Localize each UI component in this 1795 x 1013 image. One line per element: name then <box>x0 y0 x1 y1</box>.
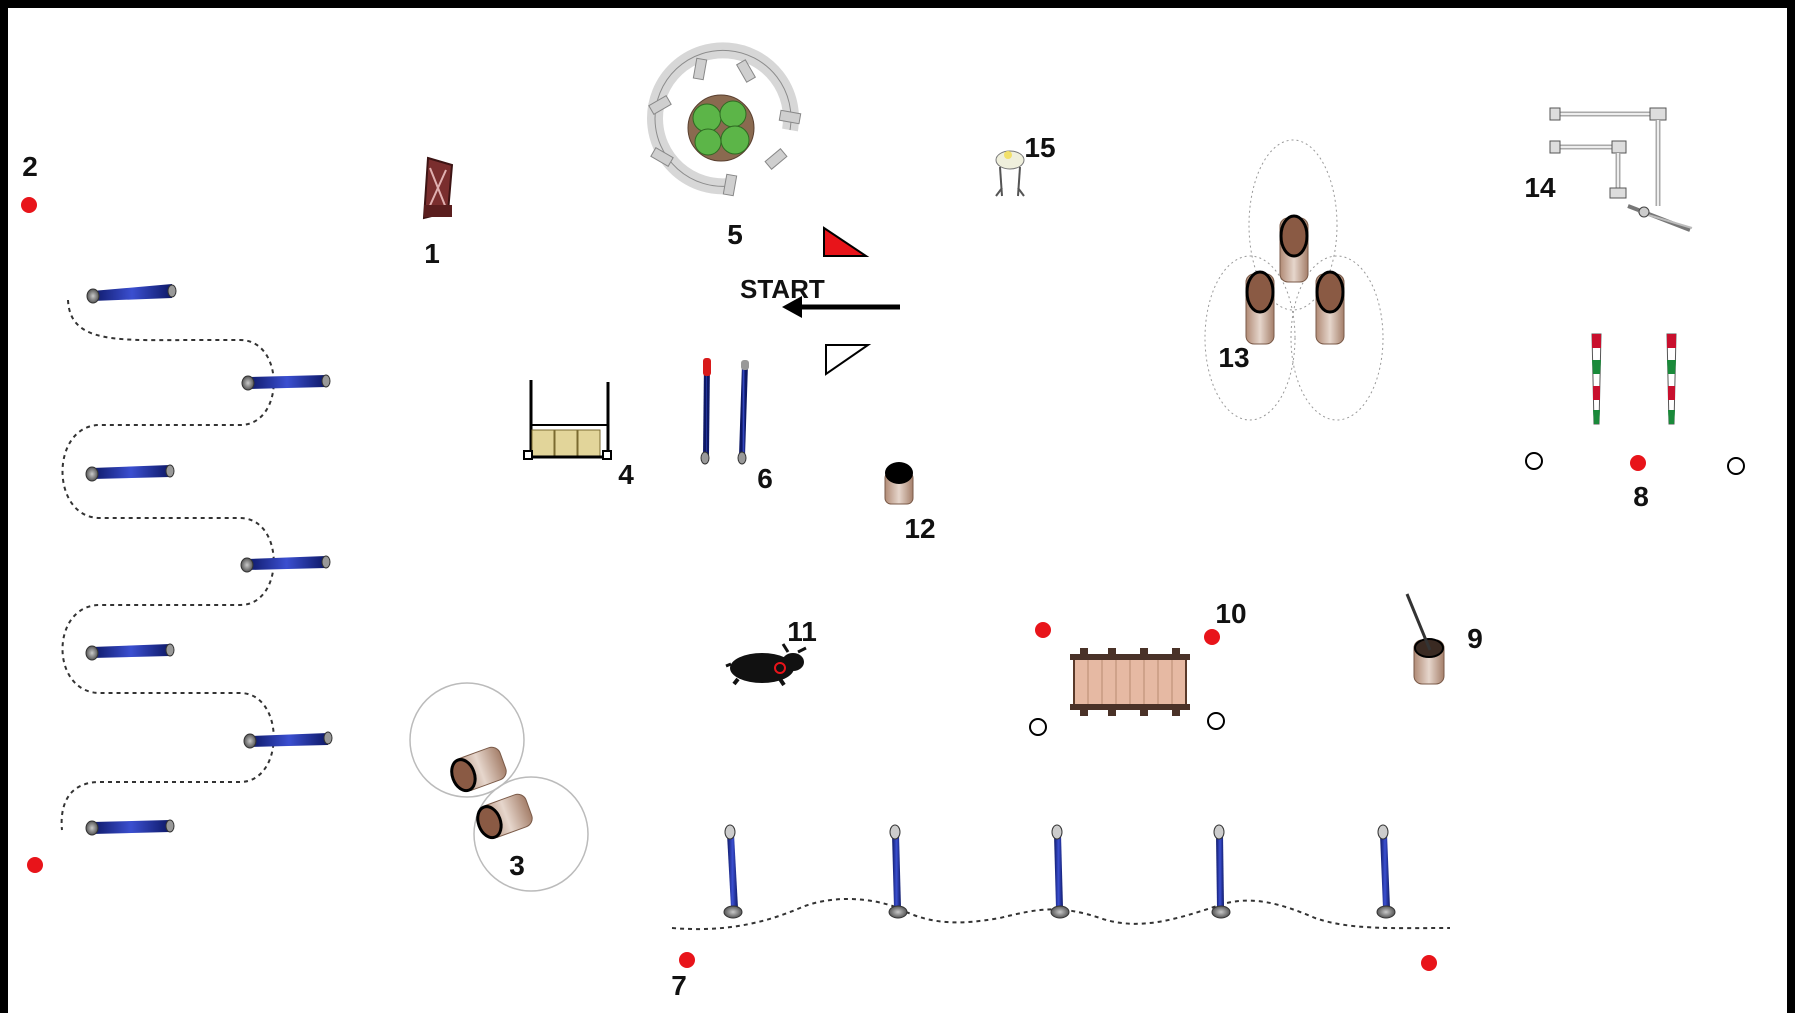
barrel-icon <box>1315 270 1345 345</box>
wooden-bridge-icon <box>1070 648 1190 716</box>
red-marker <box>27 857 43 873</box>
standing-poles-slalom-icon <box>671 824 1451 931</box>
start-flag-red <box>823 226 870 257</box>
obstacle-number: 7 <box>671 970 687 1001</box>
barrels-icon <box>409 682 589 892</box>
barrel-icon <box>450 746 507 793</box>
striped-pole-icon <box>1666 333 1677 425</box>
gate-with-latch-icon <box>1549 107 1693 232</box>
obstacle-number: 1 <box>424 238 440 269</box>
slalom-pole <box>241 374 331 391</box>
red-marker <box>21 197 37 213</box>
white-marker <box>1525 452 1543 470</box>
obstacle-number: 8 <box>1633 481 1649 512</box>
slalom-poles-icon <box>60 284 333 836</box>
slalom-pole <box>85 819 175 836</box>
obstacle-number: 4 <box>618 459 634 490</box>
obstacle-number: 15 <box>1024 132 1055 163</box>
barrel-icon <box>1245 270 1275 345</box>
standing-pole <box>1376 824 1396 919</box>
red-marker <box>1204 629 1220 645</box>
start-label: START <box>740 274 825 304</box>
obstacle-number: 2 <box>22 151 38 182</box>
red-marker <box>1421 955 1437 971</box>
obstacle-number: 12 <box>904 513 935 544</box>
slalom-pole <box>85 464 175 482</box>
single-barrel-icon <box>884 462 914 505</box>
white-marker <box>1207 712 1225 730</box>
obstacle-number: 5 <box>727 219 743 250</box>
sack-rack-icon <box>523 380 612 460</box>
striped-gate-icon <box>1525 333 1745 475</box>
barrel-icon <box>1279 214 1309 283</box>
start-marker <box>782 226 900 376</box>
red-marker <box>1035 622 1051 638</box>
standing-pole <box>1050 824 1070 919</box>
slalom-pole <box>85 643 175 661</box>
slalom-pole <box>240 555 331 573</box>
obstacle-number: 9 <box>1467 623 1483 654</box>
obstacle-number: 13 <box>1218 342 1249 373</box>
obstacle-number: 14 <box>1524 172 1556 203</box>
arrow-head-icon <box>782 296 802 318</box>
slalom-pole <box>243 731 333 749</box>
white-marker <box>1727 457 1745 475</box>
bull-icon <box>725 643 807 687</box>
red-marker <box>1630 455 1646 471</box>
obstacle-number: 10 <box>1215 598 1246 629</box>
obstacle-number: 11 <box>787 616 817 647</box>
barrel-icon <box>476 793 533 840</box>
mounting-block-icon <box>422 156 454 220</box>
barrel-cloverleaf-icon <box>1204 139 1384 421</box>
circular-bench-with-plants-icon <box>647 42 802 197</box>
bucket-with-stick-icon <box>1405 593 1445 685</box>
red-marker <box>679 952 695 968</box>
small-table-icon <box>995 150 1025 197</box>
white-marker <box>1029 718 1047 736</box>
obstacle-number: 6 <box>757 463 773 494</box>
start-flag-white <box>825 344 872 376</box>
standing-pole <box>1211 824 1231 919</box>
slalom-pole <box>86 284 177 304</box>
pole-gate-icon <box>700 358 749 465</box>
striped-pole-icon <box>1591 333 1602 425</box>
standing-pole <box>888 824 908 919</box>
obstacle-number: 3 <box>509 850 525 881</box>
standing-pole <box>723 824 743 919</box>
